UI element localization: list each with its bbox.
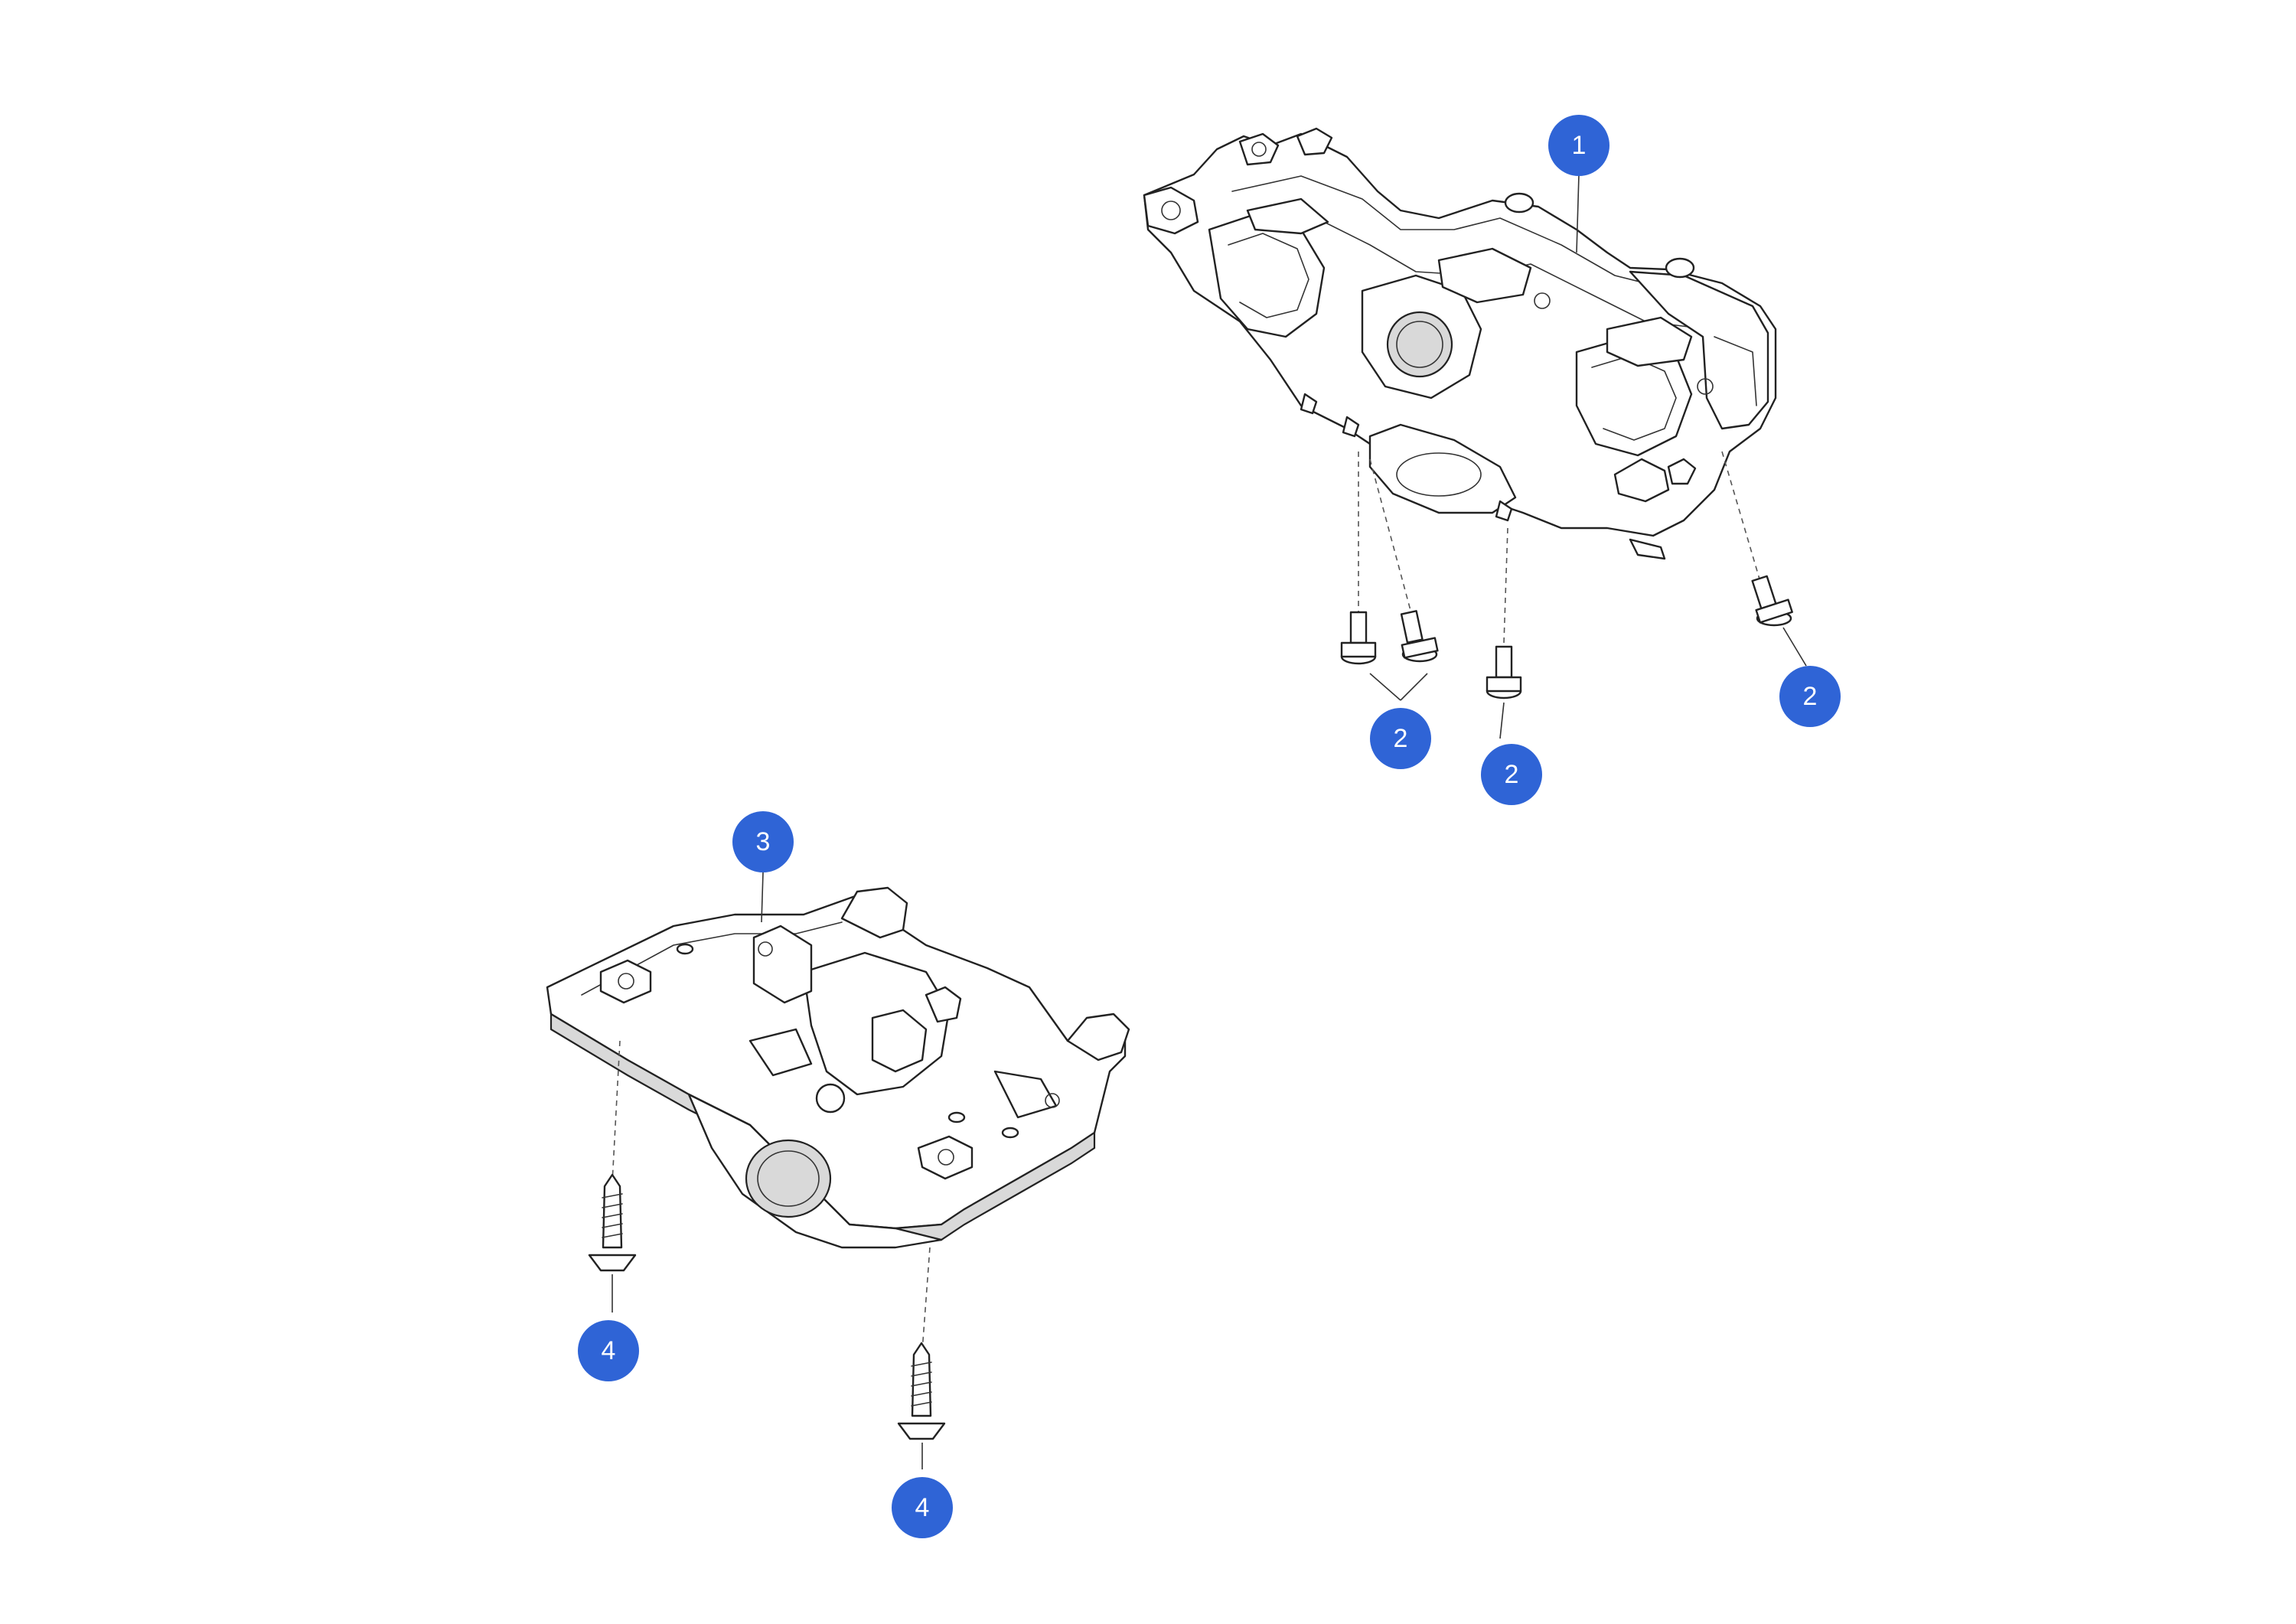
callout-circle (732, 811, 794, 872)
part-4-screws (588, 1040, 946, 1440)
callout-2-middle: 2 (1481, 744, 1542, 805)
callout-label: 1 (1572, 131, 1587, 160)
callout-label: 4 (602, 1336, 616, 1365)
callout-4-right: 4 (892, 1477, 953, 1538)
callout-label: 2 (1394, 724, 1408, 753)
callout-circle (1548, 115, 1609, 176)
callout-4-left: 4 (578, 1320, 639, 1381)
part-1-housing (1143, 127, 1777, 560)
part-3-cover (546, 886, 1130, 1249)
callout-label: 2 (1505, 760, 1519, 789)
callout-circle (1779, 666, 1841, 727)
callout-circle (1481, 744, 1542, 805)
screw-2a (1340, 611, 1377, 665)
callout-label: 3 (756, 827, 771, 856)
part-2-screws (1340, 451, 1793, 699)
callout-label: 4 (915, 1493, 930, 1522)
callout-3: 3 (732, 811, 794, 872)
screw-2c (1486, 645, 1522, 699)
callout-label: 2 (1803, 682, 1818, 711)
callout-1: 1 (1548, 115, 1609, 176)
callout-circle (892, 1477, 953, 1538)
callout-2-left: 2 (1370, 708, 1431, 769)
callout-2-right: 2 (1779, 666, 1841, 727)
screw-2b (1400, 610, 1439, 663)
screw-4b (897, 1342, 946, 1440)
leader-lines (612, 174, 1807, 1469)
screw-2d (1751, 575, 1793, 627)
callout-circle (1370, 708, 1431, 769)
screw-4a (588, 1173, 637, 1272)
callout-circle (578, 1320, 639, 1381)
